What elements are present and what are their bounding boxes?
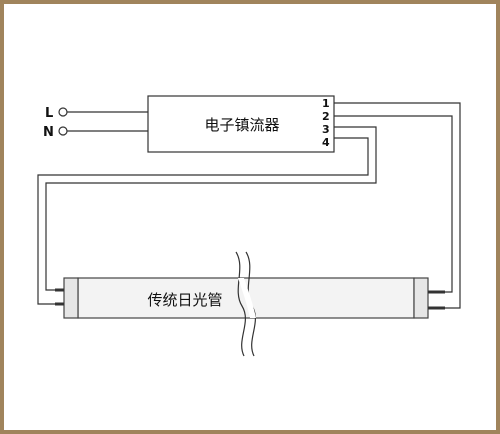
terminal-1-label: 1 bbox=[322, 97, 330, 110]
neutral-terminal bbox=[58, 126, 68, 136]
fluorescent-tube: 传统日光管 bbox=[55, 251, 445, 357]
tube-right-cap bbox=[413, 277, 429, 319]
terminal-3-label: 3 bbox=[322, 123, 330, 136]
line-terminal bbox=[58, 107, 68, 117]
electronic-ballast: 电子镇流器 1 2 3 4 bbox=[147, 95, 335, 153]
mains-input: L N bbox=[43, 106, 68, 140]
tube-left-cap bbox=[63, 277, 79, 319]
neutral-label: N bbox=[43, 125, 54, 140]
ballast-box bbox=[147, 95, 335, 153]
terminal-4-label: 4 bbox=[322, 136, 330, 149]
wire-terminal-1 bbox=[334, 102, 461, 309]
wire-terminal-4 bbox=[37, 137, 369, 305]
wire-terminal-3 bbox=[45, 126, 377, 291]
ballast-label: 电子镇流器 bbox=[204, 116, 279, 134]
line-label: L bbox=[45, 106, 53, 121]
tube-break-mark-left bbox=[235, 251, 247, 357]
tube-label: 传统日光管 bbox=[147, 291, 222, 309]
wire-terminal-2 bbox=[334, 115, 453, 293]
tube-break-gap bbox=[238, 278, 256, 318]
terminal-2-label: 2 bbox=[322, 110, 330, 123]
